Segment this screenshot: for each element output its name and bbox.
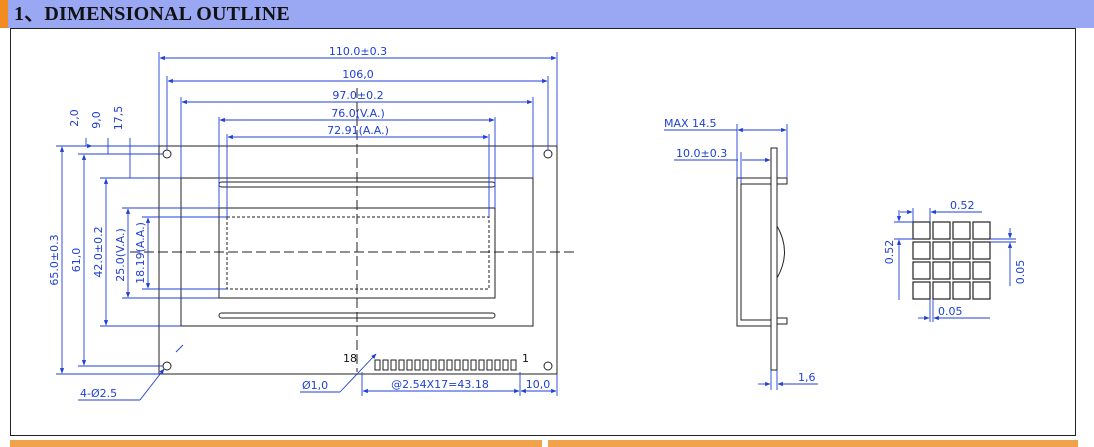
side-pcb xyxy=(770,147,778,371)
dim-gap-vertical: 0.05 xyxy=(1014,260,1027,285)
dim-mount-holes: 4-Ø2.5 xyxy=(80,387,117,400)
side-tab-bottom xyxy=(776,317,788,325)
mount-hole-tl xyxy=(162,149,172,159)
dim-top-offset-1: 2,0 xyxy=(68,109,81,127)
dim-pin-pitch: @2.54X17=43.18 xyxy=(391,378,489,391)
dim-height-va: 25.0(V.A.) xyxy=(114,228,127,282)
dim-width-bezel: 97.0±0.2 xyxy=(332,89,383,102)
side-body xyxy=(736,177,772,327)
dot-dimensions xyxy=(894,208,1016,322)
mount-hole-bl xyxy=(162,361,172,371)
section-title: 1、DIMENSIONAL OUTLINE xyxy=(14,3,290,25)
side-dimensions xyxy=(664,124,818,390)
dim-pin-hole: Ø1,0 xyxy=(302,379,328,392)
dim-top-offset-3: 17,5 xyxy=(112,106,125,131)
front-dimensions xyxy=(56,52,558,401)
side-bulge xyxy=(776,225,785,279)
dim-dot-height: 0.52 xyxy=(883,240,896,265)
dim-top-offset-2: 9,0 xyxy=(90,111,103,129)
side-view xyxy=(736,147,788,371)
drawing-frame xyxy=(10,28,1076,436)
dim-width-overall: 110.0±0.3 xyxy=(329,45,387,58)
dim-width-va: 76.0(V.A.) xyxy=(331,107,385,120)
dim-body-thickness: 10.0±0.3 xyxy=(676,147,727,160)
active-area xyxy=(226,216,490,290)
next-section-bar-right xyxy=(548,440,1078,447)
dim-height-bezel: 42.0±0.2 xyxy=(92,226,105,277)
mount-hole-tr xyxy=(543,149,553,159)
dim-max-thickness: MAX 14.5 xyxy=(664,117,717,130)
pcb-outline xyxy=(158,145,558,375)
mount-hole-br xyxy=(543,361,553,371)
side-tab-top xyxy=(776,177,788,185)
front-view xyxy=(130,88,578,375)
dim-gap-horizontal: 0.05 xyxy=(938,305,963,318)
dim-pcb-thickness: 1,6 xyxy=(798,371,816,384)
pin-label-first: 1 xyxy=(522,352,529,365)
pin-label-last: 18 xyxy=(343,352,357,365)
side-body-inner xyxy=(740,183,772,321)
dim-pin-offset: 10,0 xyxy=(526,378,551,391)
next-section-bar-left xyxy=(10,440,542,447)
header-accent xyxy=(0,0,8,28)
dim-height-aa: 18.19(A.A.) xyxy=(134,222,147,284)
dim-dot-width: 0.52 xyxy=(950,199,975,212)
dim-height-overall: 65.0±0.3 xyxy=(48,234,61,285)
dim-width-aa: 72.91(A.A.) xyxy=(327,124,389,137)
dot-matrix-detail xyxy=(912,221,991,300)
dim-height-holes: 61,0 xyxy=(70,248,83,273)
pin-row xyxy=(374,359,517,371)
dim-width-holes: 106,0 xyxy=(342,68,374,81)
section-header: 1、DIMENSIONAL OUTLINE xyxy=(0,0,1094,28)
